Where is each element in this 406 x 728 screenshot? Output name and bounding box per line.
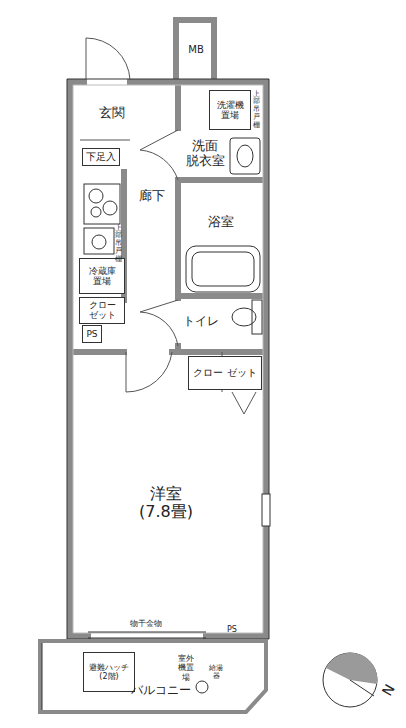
north-mark: N (378, 681, 397, 698)
room-label: 洗濯機 置場 (213, 100, 247, 121)
closet-box: クロー ゼット (79, 297, 125, 324)
room-label: 洗面 脱衣室 (183, 139, 227, 169)
entrance-room: 玄関 (92, 96, 132, 130)
room-label: 下足入 (86, 151, 116, 163)
bathroom-room: 浴室 (192, 206, 250, 238)
hanger-fixture-label: 物干金物 (130, 619, 162, 628)
water-heater-label: 給湯器 (208, 664, 224, 680)
room-label: トイレ (183, 315, 219, 329)
upper-cabinet-note: 上部吊戸棚 (253, 91, 260, 129)
pipe-space: PS (82, 325, 102, 343)
toilet-room: トイレ (180, 308, 222, 336)
washer-space: 洗濯機 置場 (209, 90, 251, 130)
room-label: 玄関 (99, 106, 125, 121)
walls (70, 20, 266, 636)
closet-box: クロー ゼット (188, 356, 262, 390)
fridge-space: 冷蔵庫 置場 (79, 258, 125, 294)
corridor-room: 廊下 (130, 182, 174, 210)
upper-cabinet-note: 上部吊戸棚 (115, 225, 122, 263)
room-label: クロー ゼット (83, 300, 121, 321)
room-label: (7.8畳) (139, 503, 193, 521)
washroom-room: 洗面 脱衣室 (180, 134, 230, 174)
shoe-cabinet: 下足入 (82, 148, 120, 166)
fixtures (40, 38, 377, 712)
balcony-area: バルコニー (126, 680, 196, 702)
room-label: バルコニー (131, 684, 191, 698)
room-label: 避難ハッチ (2階) (87, 663, 131, 681)
room-label: 浴室 (208, 215, 234, 230)
room-label: 冷蔵庫 置場 (83, 266, 121, 287)
room-label: クロー ゼット (193, 367, 256, 379)
ac-unit-space-label: 室外機置場 (176, 654, 196, 682)
room-label: 廊下 (139, 189, 165, 204)
room-label: PS (86, 329, 97, 339)
meter-box: MB (180, 24, 212, 76)
western-room: 洋室(7.8畳) (120, 470, 212, 536)
room-label: 洋室 (150, 485, 182, 503)
escape-hatch: 避難ハッチ (2階) (83, 652, 135, 692)
pipe-space-label: PS (227, 625, 237, 634)
room-label: MB (188, 44, 204, 56)
